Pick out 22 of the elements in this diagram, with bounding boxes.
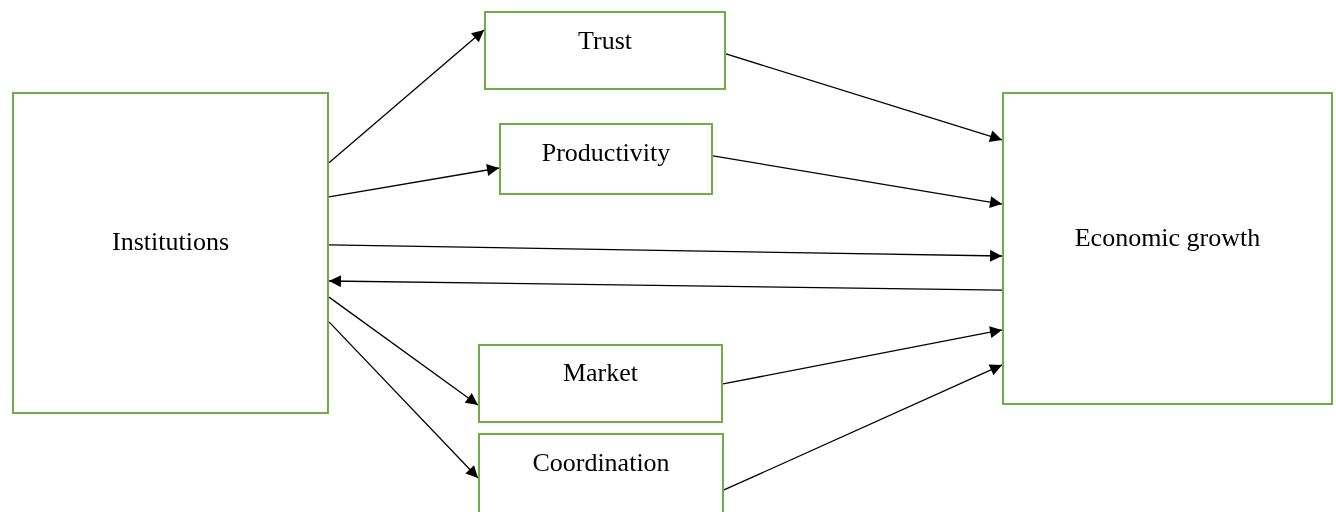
- arrow: [328, 296, 479, 406]
- node-label: Productivity: [540, 138, 672, 168]
- arrow: [712, 155, 1003, 208]
- arrow: [328, 244, 1003, 262]
- arrow: [328, 275, 1003, 291]
- process-box: [478, 433, 724, 512]
- process-box: [478, 344, 723, 423]
- process-box: [1002, 92, 1333, 405]
- node-label: Economic growth: [1073, 223, 1262, 253]
- arrow: [723, 364, 1003, 491]
- arrow: [328, 29, 485, 164]
- arrow: [328, 321, 479, 479]
- process-box: [484, 11, 726, 90]
- node-label: Institutions: [111, 227, 230, 257]
- process-box: [12, 92, 329, 414]
- arrow: [722, 326, 1003, 385]
- node-label: Coordination: [531, 448, 671, 478]
- node-label: Trust: [577, 26, 633, 56]
- node-label: Market: [561, 358, 640, 388]
- process-box: [499, 123, 713, 195]
- arrow: [725, 53, 1003, 143]
- arrow: [328, 164, 500, 198]
